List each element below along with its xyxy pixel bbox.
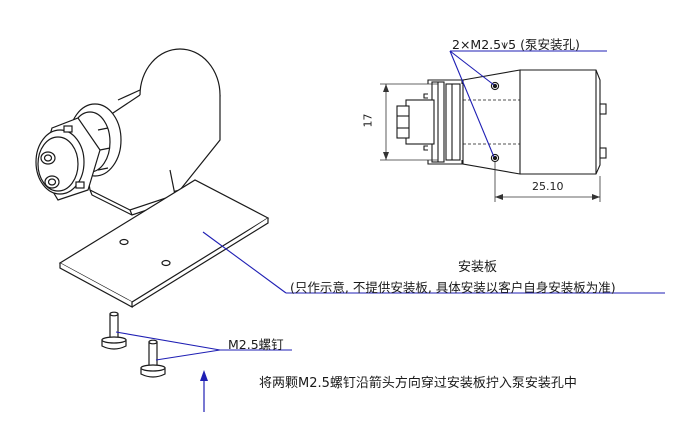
dimension-height (380, 83, 438, 161)
dimension-length (494, 162, 601, 202)
callout-leaders (115, 50, 665, 361)
screw-callout: M2.5螺钉 (228, 337, 284, 352)
plate-hole (161, 259, 171, 267)
pump-side-view (396, 69, 607, 175)
mounting-plate (58, 179, 270, 309)
dimension-height-label: 17 (361, 113, 375, 128)
mount-plate-title: 安装板 (458, 260, 498, 275)
screw (101, 311, 127, 350)
hidden-lines (463, 99, 520, 145)
pump-isometric (35, 48, 221, 216)
pump-hole-callout: 2×M2.5⩛5 (泵安装孔) (452, 37, 580, 52)
direction-arrow (200, 370, 208, 412)
mount-plate-note: (只作示意, 不提供安装板, 具体安装以客户自身安装板为准) (290, 280, 616, 295)
dimension-length-label: 25.10 (532, 180, 564, 193)
assembly-instruction: 将两颗M2.5螺钉沿箭头方向穿过安装板拧入泵安装孔中 (259, 376, 577, 391)
screw (140, 339, 166, 378)
plate-hole (119, 238, 129, 246)
